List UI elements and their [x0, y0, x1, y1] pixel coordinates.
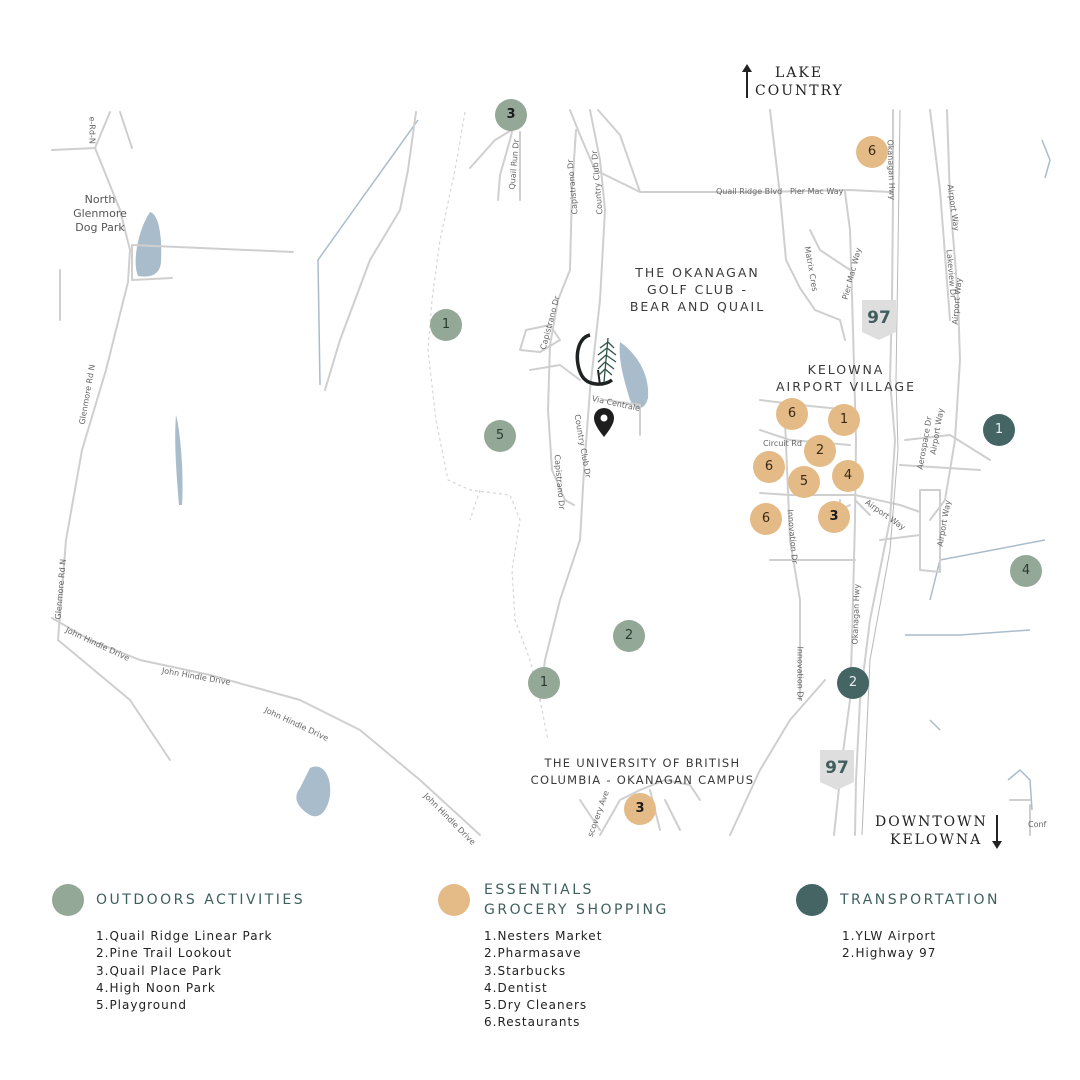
south-arrow-icon [992, 815, 1002, 849]
legend-outdoors: OUTDOORS ACTIVITIES 1.Quail Ridge Linear… [50, 880, 380, 1060]
street-label: Innovation Dr [795, 646, 805, 701]
list-item: 2.Pine Trail Lookout [96, 946, 233, 961]
north-line2: COUNTRY [755, 83, 844, 99]
outdoors-legend-dot [52, 884, 84, 916]
outdoors-marker[interactable]: 3 [495, 99, 527, 131]
transportation-marker[interactable]: 1 [983, 414, 1015, 446]
transportation-legend-title: TRANSPORTATION [840, 892, 1000, 908]
outdoors-legend-list: 1.Quail Ridge Linear Park 2.Pine Trail L… [96, 928, 272, 1014]
list-item: 3.Quail Place Park [96, 963, 222, 978]
list-item: 2.Pharmasave [484, 946, 582, 961]
essentials-title-line2: GROCERY SHOPPING [484, 902, 669, 918]
list-item: 5.Playground [96, 998, 187, 1013]
outdoors-marker[interactable]: 4 [1010, 555, 1042, 587]
legend-transportation: TRANSPORTATION 1.YLW Airport 2.Highway 9… [796, 880, 1056, 1060]
water-bodies [135, 212, 649, 817]
ubc-label: THE UNIVERSITY OF BRITISH COLUMBIA - OKA… [515, 755, 770, 789]
north-arrow-icon [742, 64, 752, 98]
street-label: e-Rd-N [87, 116, 97, 144]
location-pin-icon[interactable] [594, 408, 614, 437]
transportation-marker[interactable]: 2 [837, 667, 869, 699]
map-base [51, 109, 1051, 836]
legend-essentials: ESSENTIALS GROCERY SHOPPING 1.Nesters Ma… [438, 880, 768, 1060]
essentials-legend-list: 1.Nesters Market 2.Pharmasave 3.Starbuck… [484, 928, 602, 1032]
airport-village-label: KELOWNA AIRPORT VILLAGE [766, 361, 926, 395]
list-item: 4.High Noon Park [96, 980, 216, 995]
golf-club-label: THE OKANAGAN GOLF CLUB - BEAR AND QUAIL [625, 264, 770, 315]
essentials-marker[interactable]: 1 [828, 404, 860, 436]
golf-club-logo [575, 333, 617, 386]
transportation-legend-dot [796, 884, 828, 916]
ubc-line: THE UNIVERSITY OF BRITISH [544, 756, 741, 770]
list-item: 2.Highway 97 [842, 946, 937, 961]
highway-97-shield-icon: 97 [862, 300, 896, 340]
essentials-marker[interactable]: 6 [776, 398, 808, 430]
street-label: Circuit Rd [763, 439, 802, 448]
north-direction-label: LAKE COUNTRY [755, 64, 844, 100]
airport-village-line: KELOWNA [807, 362, 885, 377]
highway-97-shield-icon: 97 [820, 750, 854, 790]
list-item: 1.Nesters Market [484, 929, 603, 943]
essentials-marker[interactable]: 2 [804, 435, 836, 467]
roads [51, 109, 1031, 836]
essentials-marker[interactable]: 3 [624, 793, 656, 825]
golf-club-line: GOLF CLUB - [647, 282, 748, 297]
street-label: Conf [1028, 820, 1047, 829]
map[interactable]: e-Rd-N Glenmore Rd N Glenmore Rd N John … [0, 0, 1080, 850]
south-direction-label: DOWNTOWN KELOWNA [875, 813, 988, 849]
street-label: Pier Mac Way [790, 187, 844, 196]
north-line1: LAKE [775, 65, 824, 81]
essentials-marker[interactable]: 6 [753, 451, 785, 483]
list-item: 5.Dry Cleaners [484, 998, 588, 1013]
transportation-legend-list: 1.YLW Airport 2.Highway 97 [842, 928, 936, 963]
outdoors-marker[interactable]: 1 [430, 309, 462, 341]
golf-club-line: THE OKANAGAN [635, 265, 760, 280]
dog-park-line: Glenmore [73, 207, 127, 220]
south-line1: DOWNTOWN [875, 814, 988, 830]
list-item: 1.Quail Ridge Linear Park [96, 929, 273, 943]
rail-line [861, 109, 901, 836]
list-item: 4.Dentist [484, 980, 548, 995]
south-line2: KELOWNA [890, 832, 983, 848]
dog-park-line: North [84, 193, 116, 206]
golf-club-line: BEAR AND QUAIL [629, 299, 766, 314]
dog-park-line: Dog Park [75, 221, 125, 234]
airport-village-line: AIRPORT VILLAGE [775, 379, 917, 394]
ubc-line: COLUMBIA - OKANAGAN CAMPUS [530, 773, 755, 787]
outdoors-legend-title: OUTDOORS ACTIVITIES [96, 892, 306, 908]
essentials-legend-title: ESSENTIALS GROCERY SHOPPING [484, 880, 669, 920]
essentials-marker[interactable]: 3 [818, 501, 850, 533]
essentials-title-line1: ESSENTIALS [484, 882, 594, 898]
list-item: 6.Restaurants [484, 1015, 581, 1030]
outdoors-marker[interactable]: 5 [484, 420, 516, 452]
essentials-marker[interactable]: 6 [750, 503, 782, 535]
street-label: Quail Ridge Blvd [716, 187, 783, 196]
outdoors-marker[interactable]: 1 [528, 667, 560, 699]
trails [427, 111, 549, 741]
essentials-marker[interactable]: 5 [788, 466, 820, 498]
outdoors-marker[interactable]: 2 [613, 620, 645, 652]
essentials-legend-dot [438, 884, 470, 916]
dog-park-label: North Glenmore Dog Park [60, 193, 140, 235]
list-item: 1.YLW Airport [842, 929, 937, 943]
list-item: 3.Starbucks [484, 963, 567, 978]
essentials-marker[interactable]: 6 [856, 136, 888, 168]
creeks [317, 119, 1051, 811]
essentials-marker[interactable]: 4 [832, 460, 864, 492]
